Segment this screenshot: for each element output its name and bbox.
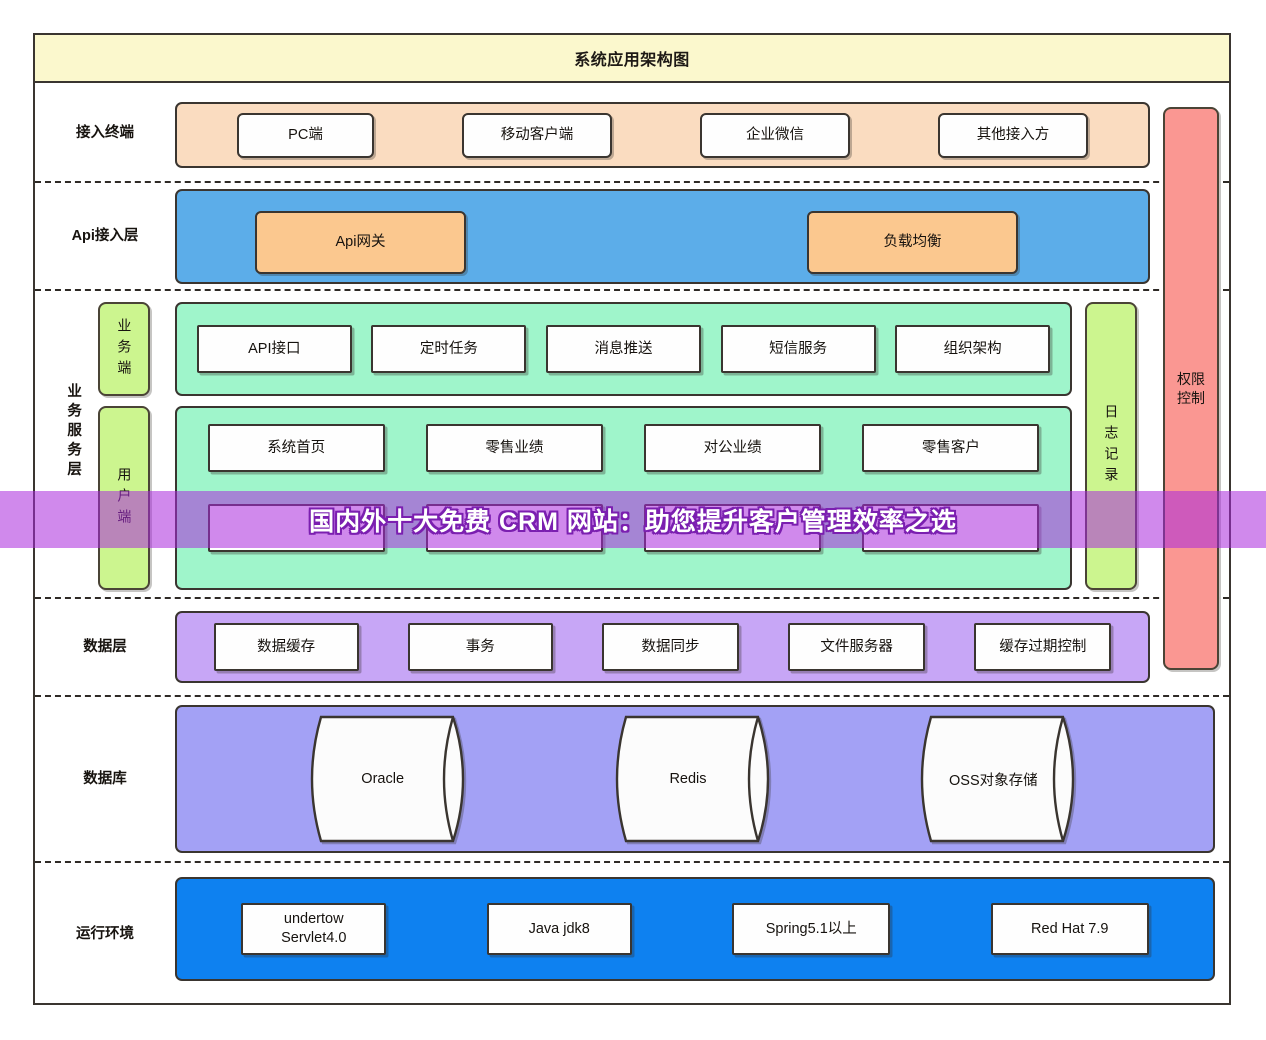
divider-business-data: [35, 597, 1229, 599]
layer-row-data: 数据层 数据缓存 事务 数据同步 文件服务器 缓存过期控制: [35, 597, 1229, 697]
side-bar-business-side: 业务端: [98, 302, 150, 396]
node-message-push[interactable]: 消息推送: [545, 325, 701, 373]
promo-overlay-banner[interactable]: 国内外十大免费 CRM 网站：助您提升客户管理效率之选: [0, 491, 1266, 548]
layer-label-runtime: 运行环境: [76, 925, 134, 942]
node-spring[interactable]: Spring5.1以上: [732, 903, 891, 955]
node-corporate-performance[interactable]: 对公业绩: [644, 424, 822, 472]
divider-access-api: [35, 181, 1229, 183]
layer-label-access-terminal: 接入终端: [76, 124, 134, 141]
node-enterprise-wechat[interactable]: 企业微信: [700, 112, 850, 158]
node-redis[interactable]: Redis: [606, 709, 784, 849]
node-oracle[interactable]: Oracle: [301, 709, 479, 849]
node-transaction[interactable]: 事务: [407, 623, 553, 671]
node-undertow-servlet[interactable]: undertow Servlet4.0: [241, 903, 387, 955]
node-sms-service[interactable]: 短信服务: [720, 325, 876, 373]
node-api-gateway[interactable]: Api网关: [255, 211, 466, 274]
diagram-frame: 系统应用架构图 接入终端 PC端 移动客户端 企业微信 其他接入方 Api接入层…: [33, 33, 1231, 1005]
layer-row-access-terminal: 接入终端 PC端 移动客户端 企业微信 其他接入方: [35, 83, 1229, 183]
layer-row-api: Api接入层 Api网关 负载均衡: [35, 181, 1229, 291]
node-java-jdk8[interactable]: Java jdk8: [486, 903, 632, 955]
layer-row-runtime: 运行环境 undertow Servlet4.0 Java jdk8 Sprin…: [35, 861, 1229, 1007]
node-org-structure[interactable]: 组织架构: [895, 325, 1051, 373]
node-file-server[interactable]: 文件服务器: [788, 623, 926, 671]
promo-overlay-banner-text: 国内外十大免费 CRM 网站：助您提升客户管理效率之选: [309, 507, 957, 536]
node-system-home[interactable]: 系统首页: [207, 424, 385, 472]
layer-label-business: 业务服务层: [65, 383, 82, 481]
layer-label-data: 数据层: [83, 638, 127, 655]
node-pc[interactable]: PC端: [237, 112, 374, 158]
node-retail-customer[interactable]: 零售客户: [862, 424, 1040, 472]
diagram-title-bar: 系统应用架构图: [35, 35, 1229, 83]
node-oracle-label: Oracle: [361, 771, 405, 787]
database-band: Oracle Redis OSS对象: [175, 705, 1215, 853]
node-cache-expiry-control[interactable]: 缓存过期控制: [974, 623, 1112, 671]
side-bar-business-side-label: 业务端: [116, 317, 133, 381]
divider-database-runtime: [35, 861, 1229, 863]
node-data-cache[interactable]: 数据缓存: [213, 623, 359, 671]
side-bar-permission-control: 权限控制: [1163, 107, 1219, 670]
api-band: Api网关 负载均衡: [175, 189, 1150, 284]
node-api-interface[interactable]: API接口: [196, 325, 352, 373]
node-data-sync[interactable]: 数据同步: [601, 623, 739, 671]
business-band-row1: API接口 定时任务 消息推送 短信服务 组织架构: [175, 302, 1072, 396]
node-oss-object-storage[interactable]: OSS对象存储: [911, 709, 1089, 849]
access-terminal-band: PC端 移动客户端 企业微信 其他接入方: [175, 102, 1150, 168]
node-other-access[interactable]: 其他接入方: [938, 112, 1088, 158]
node-retail-performance[interactable]: 零售业绩: [425, 424, 603, 472]
node-scheduled-task[interactable]: 定时任务: [371, 325, 527, 373]
node-red-hat[interactable]: Red Hat 7.9: [990, 903, 1149, 955]
data-band: 数据缓存 事务 数据同步 文件服务器 缓存过期控制: [175, 611, 1150, 683]
side-bar-log-record-label: 日志记录: [1103, 404, 1120, 488]
layer-label-database: 数据库: [83, 770, 127, 787]
node-oss-object-storage-label: OSS对象存储: [949, 772, 1038, 789]
divider-data-database: [35, 695, 1229, 697]
layer-row-database: 数据库 Oracle Re: [35, 695, 1229, 863]
diagram-title: 系统应用架构图: [574, 52, 690, 69]
node-redis-label: Redis: [669, 771, 707, 787]
side-bar-permission-control-label: 权限控制: [1176, 370, 1205, 406]
node-load-balancer[interactable]: 负载均衡: [807, 211, 1018, 274]
layer-label-api: Api接入层: [71, 227, 139, 244]
divider-api-business: [35, 289, 1229, 291]
runtime-band: undertow Servlet4.0 Java jdk8 Spring5.1以…: [175, 877, 1215, 981]
node-mobile-client[interactable]: 移动客户端: [462, 112, 612, 158]
